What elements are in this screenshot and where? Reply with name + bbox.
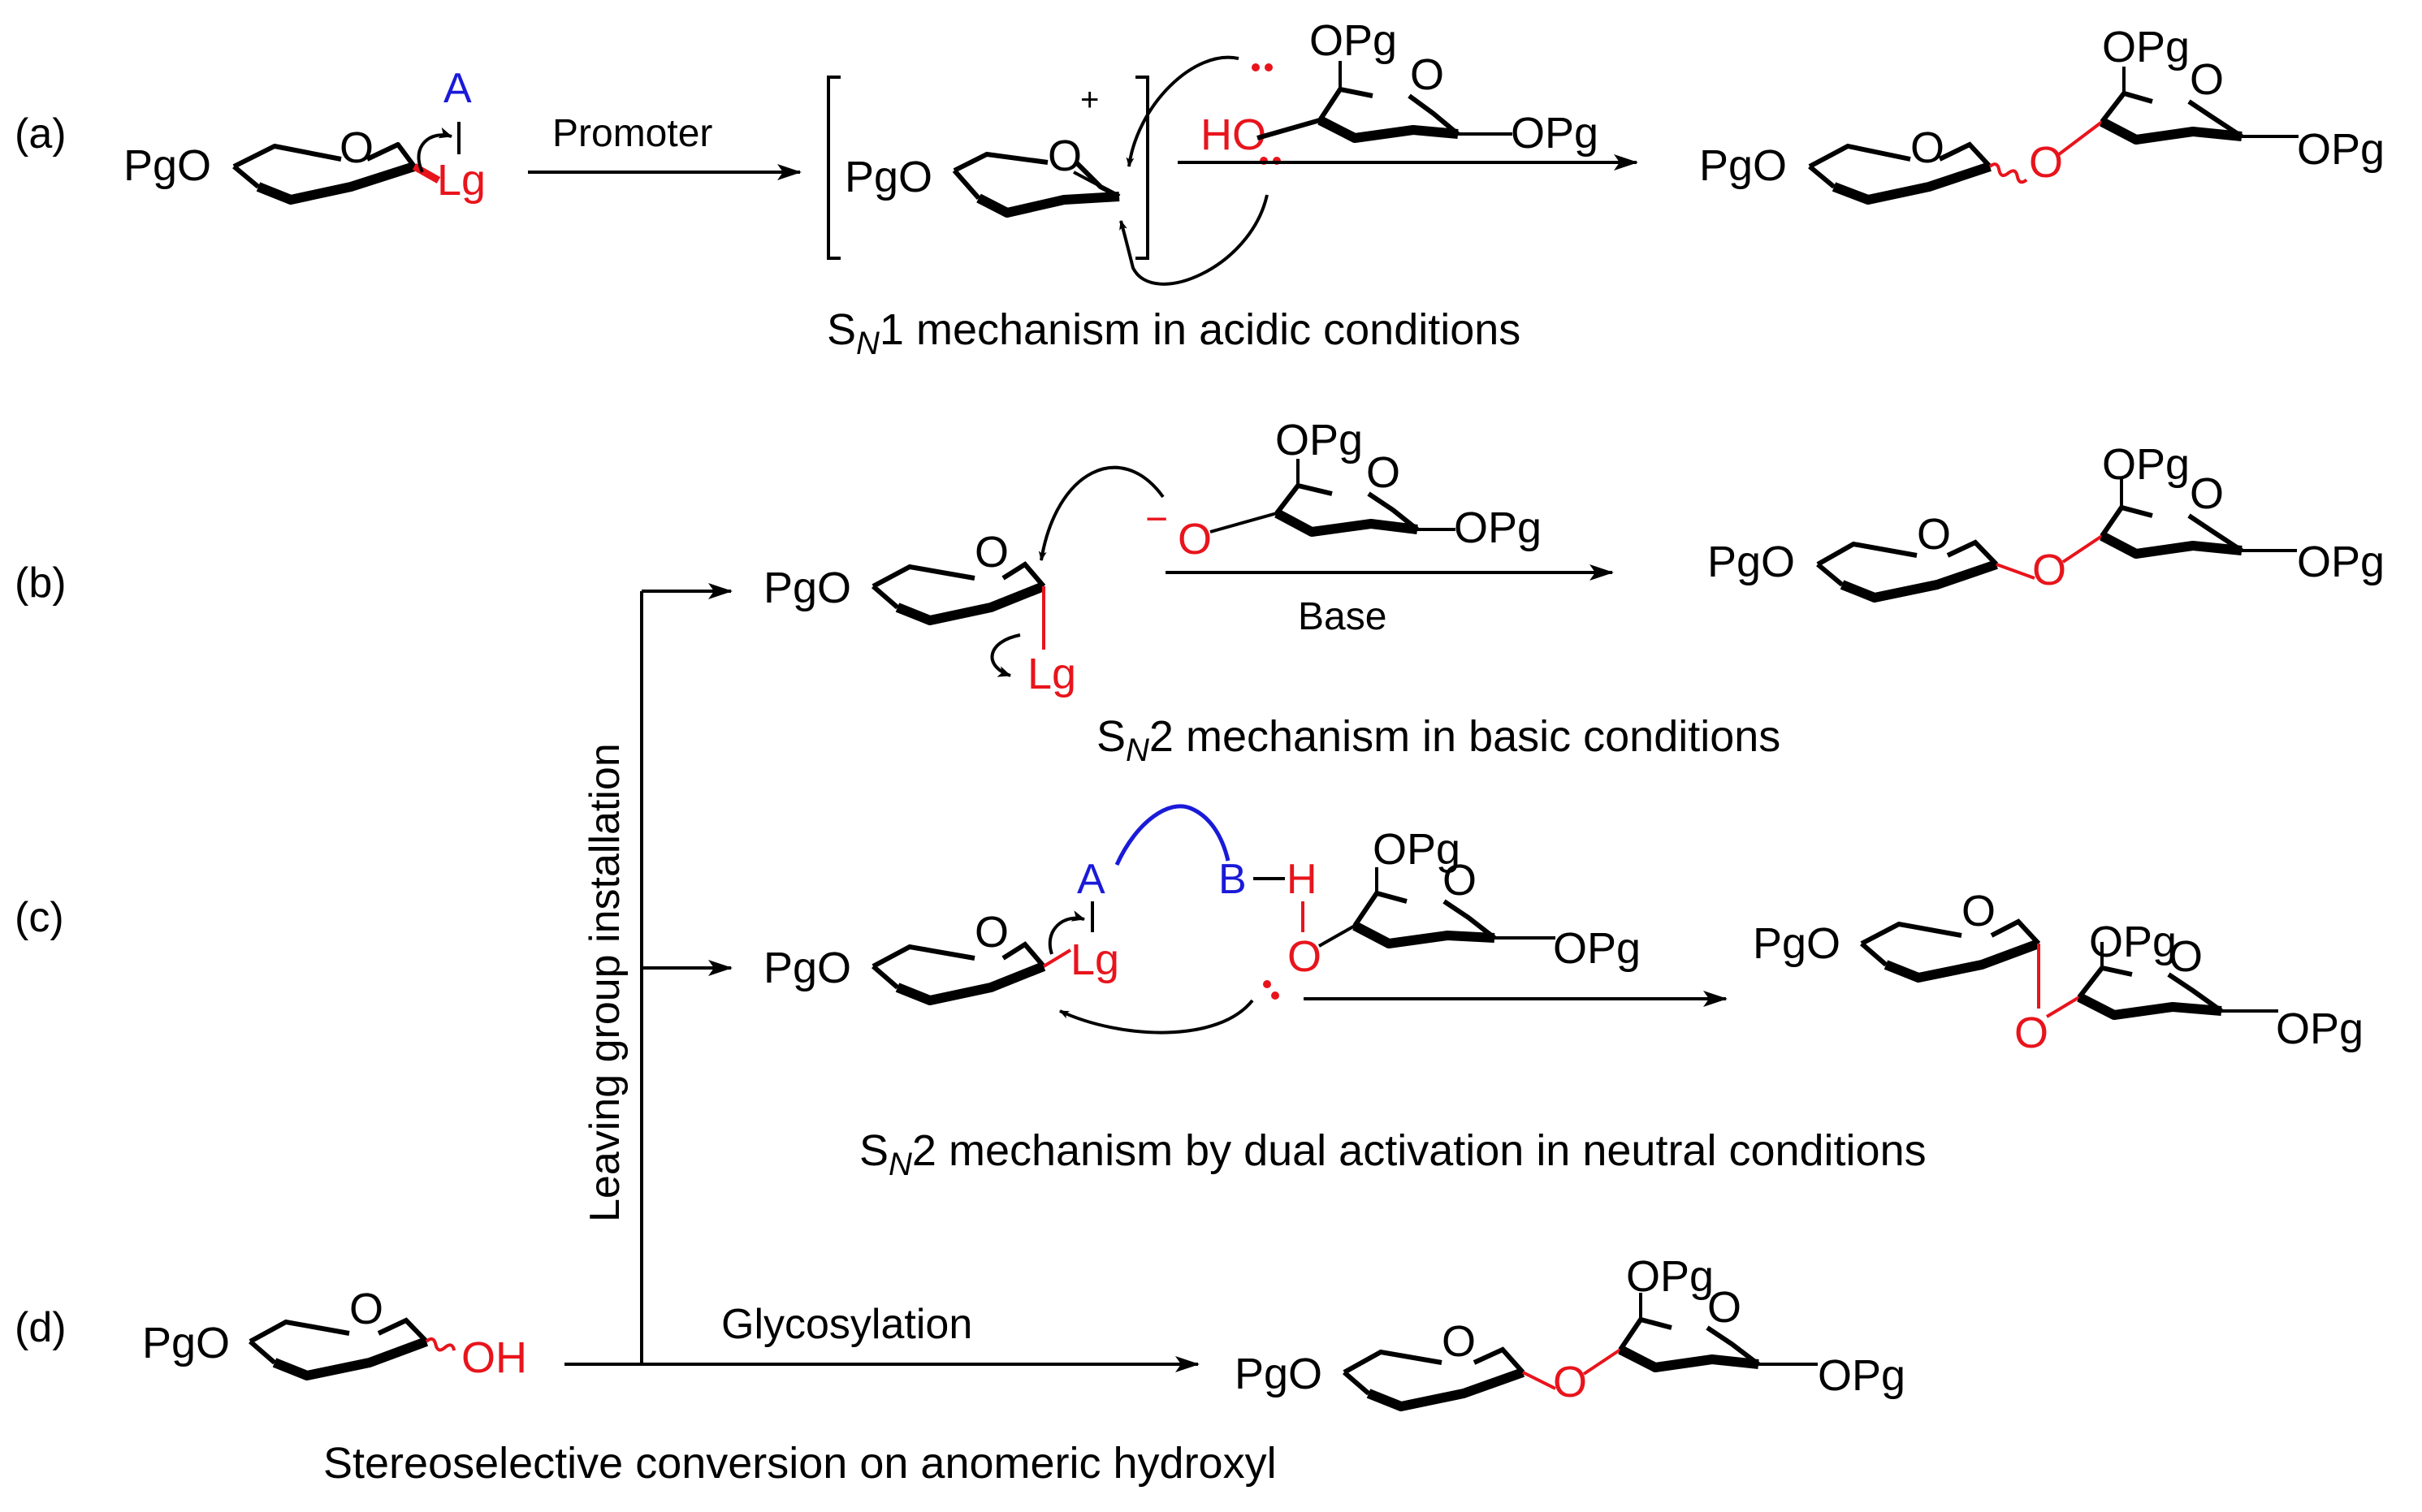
acceptor-b-opg-top: OPg <box>1275 416 1363 464</box>
base-label: Base <box>1298 595 1386 638</box>
row-a-caption: SN1 mechanism in acidic conditions <box>827 305 1520 361</box>
product-d-ring-o: O <box>1442 1317 1476 1366</box>
acceptor-c-opg-top: OPg <box>1373 825 1460 874</box>
product-c-bridge-o: O <box>2014 1009 2048 1057</box>
glycosylation-label: Glycosylation <box>721 1301 972 1348</box>
donor-c-pgo: PgO <box>763 944 851 992</box>
hemiacetal-ring-o: O <box>349 1285 383 1333</box>
donor-b-pgo: PgO <box>763 564 851 612</box>
product-a-wavy-bond <box>1988 162 2028 184</box>
donor-c-tether <box>1114 804 1230 866</box>
row-d-tag: (d) <box>15 1304 67 1351</box>
row-d-caption: Stereoselective conversion on anomeric h… <box>323 1439 1277 1488</box>
acceptor-c-o: O <box>1287 932 1321 981</box>
product-d-pgo: PgO <box>1235 1350 1322 1398</box>
acceptor-b-opg-right: OPg <box>1454 503 1542 552</box>
product-d-bridge-o: O <box>1553 1358 1587 1406</box>
row-c-caption: SN2 mechanism by dual activation in neut… <box>859 1126 1927 1182</box>
row-b: (b) PgO O Lg − O OPg O OPg Base SN2 mech… <box>15 416 2385 768</box>
oxocarbenium-o: O <box>1048 132 1082 180</box>
product-c-pgo: PgO <box>1753 919 1840 968</box>
donor-c-acid: A <box>1077 856 1105 903</box>
acceptor-b-o: O <box>1178 515 1212 564</box>
acceptor-a-opg-right: OPg <box>1511 109 1598 158</box>
hemiacetal-oh: OH <box>461 1333 527 1382</box>
donor-a-ring <box>232 142 417 202</box>
product-a-ring-o: O <box>1910 123 1944 172</box>
donor-a-push-arrow <box>417 127 452 173</box>
acceptor-b-attack-arrow <box>1038 465 1165 561</box>
branch-label: Leaving group installation <box>582 743 629 1222</box>
product-b-ring-o: O <box>1917 510 1951 559</box>
hemiacetal-pgo: PgO <box>142 1319 230 1367</box>
bracket-right <box>1135 76 1149 260</box>
product-d: PgO O O OPg O OPg <box>1235 1252 1905 1411</box>
donor-c-lg: Lg <box>1070 935 1119 984</box>
product-b-opg-right: OPg <box>2297 538 2385 586</box>
acceptor-c-opg-right: OPg <box>1553 924 1641 973</box>
hemiacetal-d: PgO O OH <box>142 1285 527 1382</box>
acceptor-b-charge: − <box>1145 498 1168 541</box>
row-a-tag: (a) <box>15 110 67 158</box>
oxocarbenium-ion: PgO O + <box>845 55 1269 286</box>
product-b-opg-top: OPg <box>2102 440 2190 489</box>
acceptor-c-ring-o: O <box>1442 856 1477 905</box>
product-d-opg-top: OPg <box>1626 1252 1714 1301</box>
acceptor-b-ring-o: O <box>1366 448 1400 497</box>
product-d-opg-right: OPg <box>1818 1351 1905 1400</box>
product-c-ring-o: O <box>1961 887 1996 935</box>
donor-b-lg: Lg <box>1027 650 1076 698</box>
product-c-opg-right: OPg <box>2276 1004 2364 1053</box>
donor-a: PgO O Lg A <box>123 65 486 205</box>
acceptor-a-ring-o: O <box>1410 50 1444 99</box>
donor-a-ring-o: O <box>340 123 374 172</box>
donor-c: PgO O Lg A B H <box>763 804 1317 1035</box>
product-c: PgO O O OPg O OPg <box>1753 887 2364 1057</box>
product-a-pgo: PgO <box>1699 141 1787 190</box>
product-b-pgo: PgO <box>1707 538 1795 586</box>
row-b-tag: (b) <box>15 559 67 607</box>
bracket-left <box>827 76 841 260</box>
promoter-label: Promoter <box>552 112 712 155</box>
oxocarbenium-charge: + <box>1080 82 1099 118</box>
donor-b: PgO O Lg <box>763 528 1076 698</box>
oxocarbenium-arrow-attack <box>1119 194 1269 286</box>
hemiacetal-wavy-bond <box>425 1337 456 1352</box>
product-a-bridge-o: O <box>2029 138 2063 187</box>
donor-c-base: B <box>1218 856 1247 903</box>
product-a-opg-top: OPg <box>2102 23 2190 71</box>
product-b-ring-o2: O <box>2190 469 2224 518</box>
product-b-bridge-o: O <box>2032 546 2066 594</box>
donor-a-acid: A <box>443 65 472 112</box>
row-d: (d) PgO O OH Glycosylation Stereoselecti… <box>15 1252 1905 1488</box>
product-a: PgO O O OPg O OPg <box>1699 23 2385 205</box>
product-a-opg-right: OPg <box>2297 125 2385 174</box>
row-c: (c) PgO O Lg A B H O OPg O <box>15 804 2364 1182</box>
donor-b-push-arrow <box>990 633 1021 677</box>
product-c-ring-o2: O <box>2169 932 2203 981</box>
acceptor-b: − O OPg O OPg <box>1038 416 1542 564</box>
donor-c-attack-arrow <box>1059 999 1254 1035</box>
donor-c-ring-o: O <box>975 908 1009 957</box>
product-c-opg-top: OPg <box>2089 918 2177 966</box>
product-a-ring-o2: O <box>2190 55 2224 104</box>
acceptor-a-opg-top: OPg <box>1309 16 1397 65</box>
row-a: (a) PgO O Lg A Promoter PgO O + <box>15 16 2385 361</box>
row-b-caption: SN2 mechanism in basic conditions <box>1096 712 1780 768</box>
oxocarbenium-arrow-in <box>1126 55 1239 167</box>
donor-b-ring-o: O <box>975 528 1009 577</box>
acceptor-a-ho: HO <box>1200 110 1266 159</box>
row-c-tag: (c) <box>15 894 64 941</box>
acceptor-c: O OPg O OPg <box>1263 825 1641 1000</box>
product-d-ring-o2: O <box>1707 1283 1741 1332</box>
donor-c-push-arrow <box>1048 910 1085 955</box>
donor-a-lg: Lg <box>437 156 486 205</box>
donor-a-pgo: PgO <box>123 141 211 190</box>
oxocarbenium-pgo: PgO <box>845 153 932 201</box>
product-b: PgO O O OPg O OPg <box>1707 440 2385 603</box>
acceptor-a: HO OPg O OPg <box>1200 16 1598 165</box>
donor-c-h: H <box>1287 856 1317 903</box>
branch-lines: Leaving group installation <box>582 583 733 1364</box>
